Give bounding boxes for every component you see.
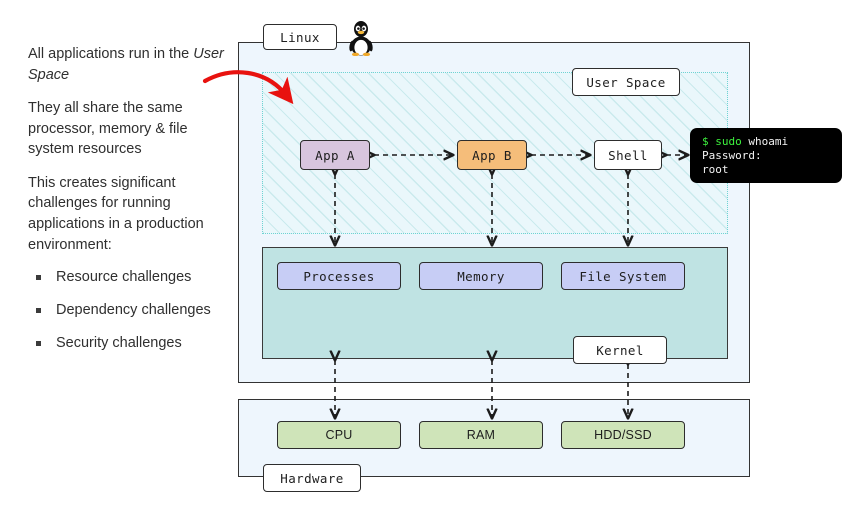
explanatory-text-column: All applications run in the User Space T…: [28, 44, 228, 366]
list-item: Security challenges: [28, 334, 228, 354]
terminal-line-1: $ sudo whoami: [702, 135, 842, 149]
list-item: Dependency challenges: [28, 301, 228, 321]
box-file-system[interactable]: File System: [561, 262, 685, 290]
box-ram[interactable]: RAM: [419, 421, 543, 449]
challenges-bullet-list: Resource challenges Dependency challenge…: [28, 268, 228, 353]
box-hdd-ssd[interactable]: HDD/SSD: [561, 421, 685, 449]
hardware-label: Hardware: [263, 464, 361, 492]
emphasis-user-space: User Space: [28, 46, 224, 83]
paragraph-shared-resources: They all share the same processor, memor…: [28, 100, 188, 158]
box-app-b[interactable]: App B: [457, 140, 527, 170]
kernel-label: Kernel: [573, 336, 667, 364]
paragraph-text: All applications run in the: [28, 46, 194, 62]
box-shell[interactable]: Shell: [594, 140, 662, 170]
box-cpu[interactable]: CPU: [277, 421, 401, 449]
list-item: Resource challenges: [28, 268, 228, 288]
box-app-a[interactable]: App A: [300, 140, 370, 170]
user-space-label: User Space: [572, 68, 680, 96]
terminal-line-2: Password:: [702, 149, 762, 163]
box-memory[interactable]: Memory: [419, 262, 543, 290]
terminal-prompt-symbol: $: [702, 135, 709, 148]
tux-penguin-icon: [349, 21, 373, 56]
terminal-command-arg: whoami: [741, 135, 789, 148]
terminal-command-keyword: sudo: [715, 135, 742, 148]
paragraph-challenges-intro: This creates significant challenges for …: [28, 174, 204, 253]
terminal-line-3: root: [702, 163, 729, 177]
box-processes[interactable]: Processes: [277, 262, 401, 290]
terminal-window[interactable]: $ sudo whoami Password: root: [690, 128, 842, 183]
linux-label: Linux: [263, 24, 337, 50]
paragraph-user-space: All applications run in the User Space: [28, 44, 228, 85]
